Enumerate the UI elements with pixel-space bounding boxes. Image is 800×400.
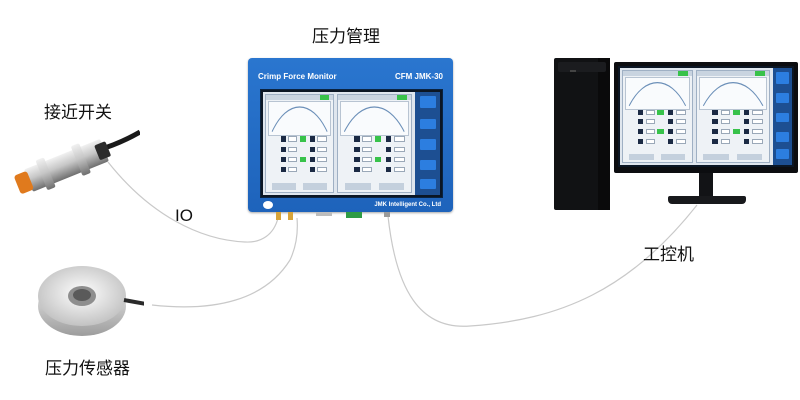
device-hmi-preview	[263, 92, 440, 195]
pc-monitor-screen	[618, 66, 794, 167]
pc-hmi-preview	[620, 68, 792, 165]
hmi-panel-left	[265, 94, 335, 193]
device-screen	[260, 89, 443, 198]
company-logo-icon	[263, 201, 273, 209]
load-cell-image	[38, 266, 144, 336]
pressure-sensor-label: 压力传感器	[45, 359, 130, 379]
device-model: CFM JMK-30	[394, 72, 443, 81]
industrial-pc-label: 工控机	[643, 245, 694, 265]
io-label: IO	[175, 206, 193, 225]
device-company: JMK Intelligent Co., Ltd	[374, 202, 441, 208]
sensor-cable	[151, 217, 298, 308]
proximity-switch-label: 接近开关	[44, 103, 112, 123]
pc-monitor	[614, 62, 798, 173]
pressure-management-label: 压力管理	[312, 27, 380, 47]
device-title: Crimp Force Monitor	[258, 72, 337, 81]
hmi-sidebar	[415, 92, 440, 195]
pc-tower	[554, 58, 610, 210]
pc-monitor-stand	[699, 173, 713, 198]
crimp-force-monitor-device: Crimp Force Monitor CFM JMK-30	[248, 58, 453, 212]
pc-hmi-sidebar	[773, 68, 792, 165]
pc-monitor-base	[668, 196, 746, 204]
io-cable	[107, 161, 279, 243]
proximity-switch-image	[14, 129, 140, 194]
pc-cable	[387, 204, 698, 327]
hmi-panel-right	[337, 94, 412, 193]
pc-hmi-panel-right	[695, 70, 770, 163]
pc-hmi-panel-left	[622, 70, 693, 163]
